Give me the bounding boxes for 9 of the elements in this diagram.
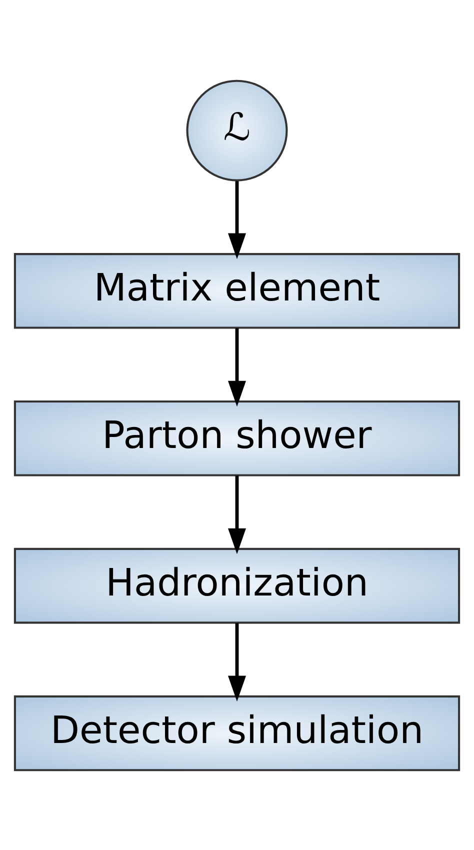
- node-box: Detector simulation: [14, 694, 460, 771]
- node-box: Matrix element: [14, 252, 460, 328]
- arrow: [228, 328, 246, 406]
- arrow: [228, 622, 246, 702]
- arrow: [228, 180, 246, 259]
- node-circle: ℒ: [186, 79, 288, 181]
- node-box: Parton shower: [14, 400, 460, 476]
- node-box: Hadronization: [14, 547, 460, 624]
- arrow: [228, 475, 246, 554]
